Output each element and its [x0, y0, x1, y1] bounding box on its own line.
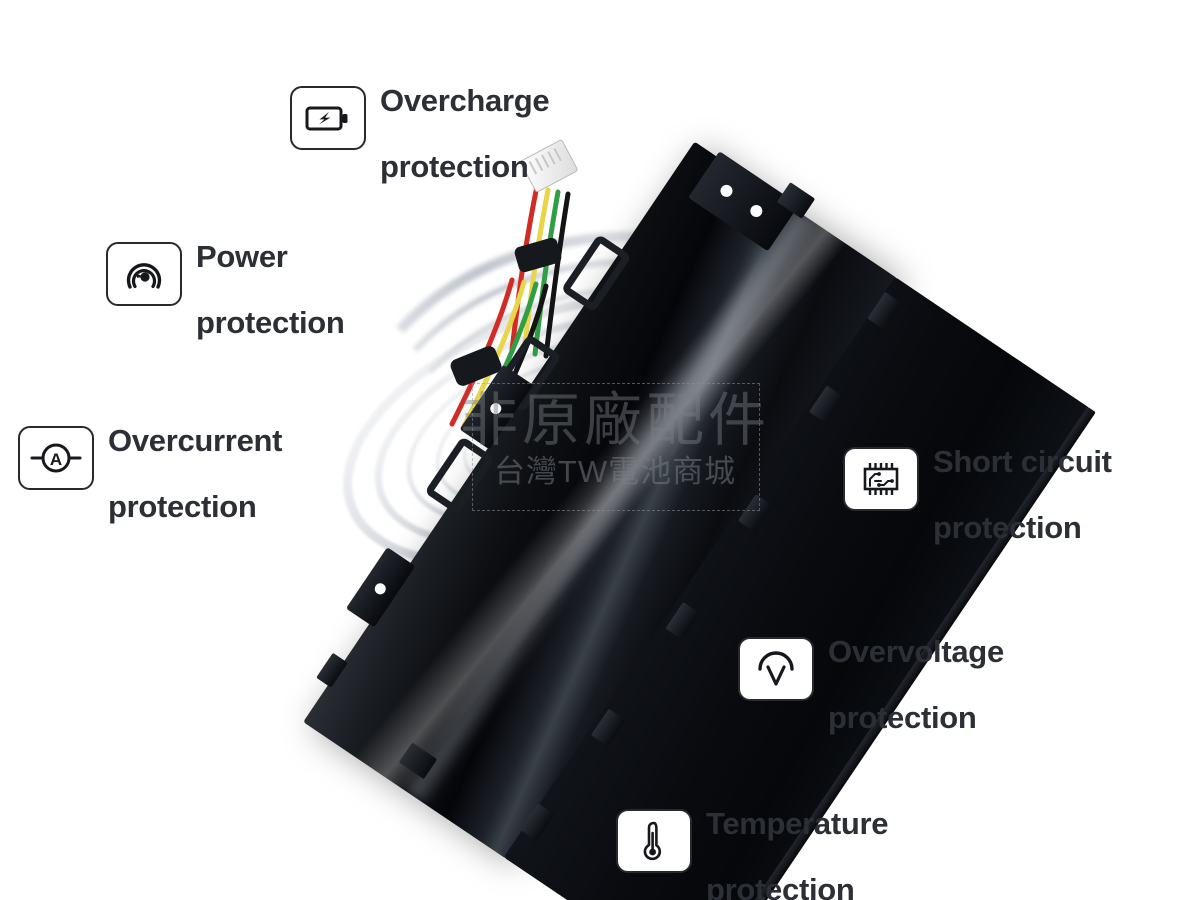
feature-overvoltage-protection: Overvoltage protection [738, 603, 1004, 734]
feature-label-line2: protection [706, 871, 855, 900]
feature-label-line1: Overcharge [380, 82, 550, 118]
feature-label-line2: protection [933, 509, 1082, 545]
feature-label-line1: Overcurrent [108, 422, 283, 458]
feature-label-line2: protection [380, 148, 529, 184]
voltmeter-v-icon-box [738, 636, 814, 701]
svg-text:A: A [50, 450, 62, 469]
feature-label-line1: Overvoltage [828, 633, 1004, 669]
feature-label: Power protection [196, 208, 345, 339]
gauge-icon-box [106, 241, 182, 306]
battery-bolt-icon [305, 106, 348, 131]
feature-short-circuit-protection: Short circuit protection [843, 413, 1112, 544]
feature-overcharge-protection: Overcharge protection [290, 52, 550, 184]
thermometer-icon-box [616, 808, 692, 873]
thermometer-icon [643, 821, 662, 860]
feature-power-protection: Power protection [106, 208, 345, 339]
feature-label-line2: protection [108, 488, 257, 524]
ammeter-icon: A [30, 443, 82, 473]
feature-label-line2: protection [828, 699, 977, 735]
feature-label-line1: Short circuit [933, 443, 1112, 479]
feature-label: Temperature protection [706, 775, 888, 900]
feature-label-line1: Power [196, 238, 288, 274]
feature-label: Overcurrent protection [108, 392, 282, 523]
feature-overcurrent-protection: A Overcurrent protection [18, 392, 282, 523]
feature-temperature-protection: Temperature protection [616, 775, 888, 900]
battery-bolt-icon-box [290, 85, 366, 150]
feature-label-line1: Temperature [706, 805, 889, 841]
chip-icon [863, 462, 899, 495]
gauge-icon [126, 262, 162, 289]
feature-label-line2: protection [196, 304, 345, 340]
ammeter-icon-box: A [18, 425, 94, 490]
feature-label: Short circuit protection [933, 413, 1112, 544]
voltmeter-v-icon [758, 651, 794, 686]
feature-label: Overvoltage protection [828, 603, 1004, 734]
feature-label: Overcharge protection [380, 52, 550, 184]
chip-icon-box [843, 446, 919, 511]
